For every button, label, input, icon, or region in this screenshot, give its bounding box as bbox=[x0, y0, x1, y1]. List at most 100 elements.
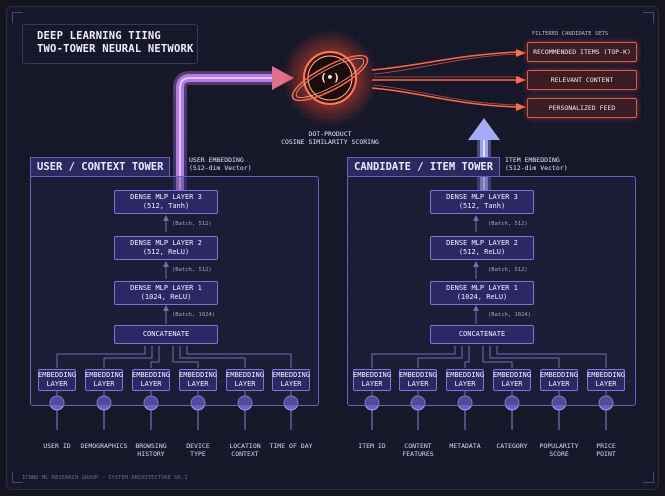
user-input-label: LOCATION CONTEXT bbox=[215, 442, 275, 458]
input-label-line: TYPE bbox=[190, 450, 206, 458]
embedding-layer-label: EMBEDDING bbox=[132, 371, 170, 379]
title-line-1: DEEP LEARNING TIING bbox=[37, 30, 161, 42]
user-dense-layer-1-shape: (1024, ReLU) bbox=[140, 293, 192, 301]
input-label-line: ITEM ID bbox=[358, 442, 386, 450]
embedding-layer-label: EMBEDDING bbox=[399, 371, 437, 379]
user-input-label: BROWSING HISTORY bbox=[121, 442, 181, 458]
item-input-label: PRICE POINT bbox=[576, 442, 636, 458]
input-label-line: PRICE bbox=[596, 442, 616, 450]
item-input-label: CATEGORY bbox=[482, 442, 542, 450]
user-tensor-tag: (Batch, 1024) bbox=[172, 312, 216, 318]
output-rays bbox=[371, 49, 526, 111]
user-tensor-tag: (Batch, 512) bbox=[172, 267, 212, 273]
user-input-nodes bbox=[49, 395, 299, 411]
user-tensor-tag: (Batch, 512) bbox=[172, 221, 212, 227]
output-relevant-content: RELEVANT CONTENT bbox=[527, 70, 637, 90]
embedding-layer-label: EMBEDDING bbox=[540, 371, 578, 379]
item-embedding-note: ITEM EMBEDDING (512-dim Vector) bbox=[505, 156, 568, 172]
embedding-layer-label: LAYER bbox=[187, 380, 209, 388]
item-tensor-tag: (Batch, 1024) bbox=[488, 312, 532, 318]
input-label-line: METADATA bbox=[449, 442, 481, 450]
corner-ornament bbox=[643, 12, 654, 23]
item-dense-layer-2: DENSE MLP LAYER 2 (512, ReLU) bbox=[430, 236, 534, 260]
embedding-layer-label: LAYER bbox=[280, 380, 302, 388]
user-input-label: USER ID bbox=[27, 442, 87, 450]
user-dense-layer-1: DENSE MLP LAYER 1 (1024, ReLU) bbox=[114, 281, 218, 305]
user-embedding-layer: EMBEDDING LAYER bbox=[85, 369, 123, 391]
user-embedding-layer: EMBEDDING LAYER bbox=[38, 369, 76, 391]
embedding-layer-label: LAYER bbox=[454, 380, 476, 388]
user-input-label: TIME OF DAY bbox=[261, 442, 321, 450]
item-input-label: POPULARITY SCORE bbox=[529, 442, 589, 458]
user-tower-flow bbox=[56, 215, 292, 396]
item-dense-layer-1-name: DENSE MLP LAYER 1 bbox=[446, 284, 518, 292]
user-input-label: DEVICE TYPE bbox=[168, 442, 228, 458]
input-label-line: USER ID bbox=[43, 442, 71, 450]
input-label-line: TIME OF DAY bbox=[269, 442, 313, 450]
item-dense-layer-2-shape: (512, ReLU) bbox=[458, 248, 506, 256]
output-recommended-items: RECOMMENDED ITEMS (TOP-K) bbox=[527, 42, 637, 62]
input-label-line: DEMOGRAPHICS bbox=[80, 442, 128, 450]
item-dense-layer-2-name: DENSE MLP LAYER 2 bbox=[446, 239, 518, 247]
item-concatenate: CONCATENATE bbox=[430, 325, 534, 344]
user-dense-layer-3: DENSE MLP LAYER 3 (512, Tanh) bbox=[114, 190, 218, 214]
item-dense-layer-3-shape: (512, Tanh) bbox=[458, 202, 506, 210]
input-label-line: DEVICE bbox=[186, 442, 210, 450]
item-input-nodes bbox=[364, 395, 614, 411]
embedding-layer-label: LAYER bbox=[501, 380, 523, 388]
input-label-line: POINT bbox=[596, 450, 616, 458]
embedding-layer-label: EMBEDDING bbox=[353, 371, 391, 379]
embedding-layer-label: EMBEDDING bbox=[272, 371, 310, 379]
user-dense-layer-2-shape: (512, ReLU) bbox=[142, 248, 190, 256]
embedding-layer-label: LAYER bbox=[407, 380, 429, 388]
scoring-orb-glyph: (•) bbox=[320, 71, 340, 84]
item-embedding-layer: EMBEDDING LAYER bbox=[540, 369, 578, 391]
embedding-layer-label: EMBEDDING bbox=[493, 371, 531, 379]
title-line-2: TWO-TOWER NEURAL NETWORK bbox=[37, 43, 194, 55]
embedding-layer-label: EMBEDDING bbox=[179, 371, 217, 379]
user-input-label: DEMOGRAPHICS bbox=[74, 442, 134, 450]
user-dense-layer-3-shape: (512, Tanh) bbox=[142, 202, 190, 210]
input-label-line: SCORE bbox=[549, 450, 569, 458]
item-embedding-layer: EMBEDDING LAYER bbox=[399, 369, 437, 391]
corner-ornament bbox=[12, 472, 23, 483]
user-embedding-note-line-1: USER EMBEDDING bbox=[189, 156, 244, 164]
input-label-line: POPULARITY bbox=[539, 442, 579, 450]
scoring-label: DOT-PRODUCT COSINE SIMILARITY SCORING bbox=[268, 130, 392, 146]
corner-ornament bbox=[643, 472, 654, 483]
item-dense-layer-3-name: DENSE MLP LAYER 3 bbox=[446, 193, 518, 201]
scoring-label-line-2: COSINE SIMILARITY SCORING bbox=[281, 138, 379, 146]
item-embedding-layer: EMBEDDING LAYER bbox=[587, 369, 625, 391]
item-input-label: METADATA bbox=[435, 442, 495, 450]
input-label-line: FEATURES bbox=[402, 450, 434, 458]
embedding-layer-label: LAYER bbox=[595, 380, 617, 388]
scoring-label-line-1: DOT-PRODUCT bbox=[308, 130, 352, 138]
embedding-layer-label: LAYER bbox=[548, 380, 570, 388]
user-embedding-beam bbox=[173, 66, 294, 192]
input-label-line: CONTENT bbox=[404, 442, 432, 450]
user-embedding-layer: EMBEDDING LAYER bbox=[226, 369, 264, 391]
item-embedding-layer: EMBEDDING LAYER bbox=[493, 369, 531, 391]
user-embedding-layer: EMBEDDING LAYER bbox=[132, 369, 170, 391]
footer-credit: ICNND ML RESEARCH GROUP · SYSTEM ARCHITE… bbox=[22, 475, 188, 481]
scoring-orb bbox=[282, 30, 378, 126]
user-dense-layer-2: DENSE MLP LAYER 2 (512, ReLU) bbox=[114, 236, 218, 260]
embedding-layer-label: LAYER bbox=[46, 380, 68, 388]
user-embedding-layer: EMBEDDING LAYER bbox=[179, 369, 217, 391]
user-tower-heading: USER / CONTEXT TOWER bbox=[30, 157, 171, 177]
input-label-line: CONTEXT bbox=[231, 450, 259, 458]
embedding-layer-label: LAYER bbox=[361, 380, 383, 388]
item-embedding-note-line-1: ITEM EMBEDDING bbox=[505, 156, 560, 164]
input-label-line: HISTORY bbox=[137, 450, 165, 458]
user-tower bbox=[30, 176, 319, 406]
item-dense-layer-3: DENSE MLP LAYER 3 (512, Tanh) bbox=[430, 190, 534, 214]
user-embedding-note: USER EMBEDDING (512-dim Vector) bbox=[189, 156, 252, 172]
user-embedding-layer: EMBEDDING LAYER bbox=[272, 369, 310, 391]
item-embedding-note-line-2: (512-dim Vector) bbox=[505, 164, 568, 172]
item-tower-heading: CANDIDATE / ITEM TOWER bbox=[347, 157, 501, 177]
embedding-layer-label: EMBEDDING bbox=[446, 371, 484, 379]
embedding-layer-label: EMBEDDING bbox=[587, 371, 625, 379]
diagram-title: DEEP LEARNING TIING TWO-TOWER NEURAL NET… bbox=[22, 24, 198, 64]
filtered-sets-heading: FILTERED CANDIDATE SETS bbox=[532, 31, 609, 37]
